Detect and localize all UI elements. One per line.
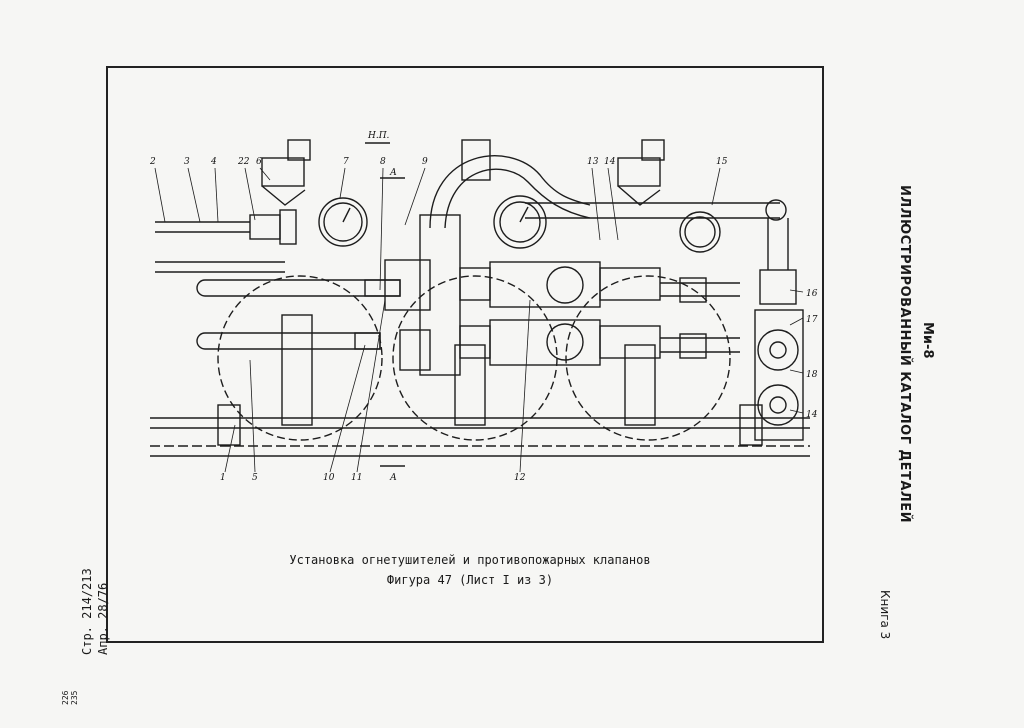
pipe-lower (196, 279, 740, 353)
book-number: Книга 3 (878, 590, 892, 640)
direction-label: Н.П. (367, 131, 390, 141)
leader-lines (154, 167, 804, 473)
approval-date: Апр. 28/76 (96, 582, 110, 655)
callout-5: 5 (252, 473, 258, 483)
callout-11: 11 (351, 473, 362, 483)
section-mark-top: А (389, 168, 397, 178)
arch-pipe (429, 155, 591, 229)
callout-1: 1 (220, 473, 226, 483)
base-rail (150, 404, 810, 457)
callout-10: 10 (323, 473, 335, 483)
brackets (281, 314, 656, 426)
callout-15: 15 (716, 157, 728, 167)
callout-labels: 2 3 4 22 6 7 8 9 13 14 15 1 5 10 11 12 1… (149, 131, 818, 483)
callout-3: 3 (184, 157, 190, 167)
callout-13: 13 (587, 157, 599, 167)
callout-12: 12 (514, 473, 526, 483)
callout-4: 4 (210, 157, 217, 167)
pressure-gauges (318, 195, 721, 253)
right-rollers (754, 309, 804, 441)
valve-body (384, 214, 661, 376)
callout-14-right: 14 (806, 410, 818, 420)
figure-caption-title: Установка огнетушителей и противопожарны… (289, 553, 651, 567)
drawing-frame (106, 66, 824, 643)
pipe-upper (155, 199, 789, 273)
callout-16: 16 (806, 289, 818, 299)
callout-17: 17 (806, 315, 818, 325)
callout-2: 2 (149, 157, 156, 167)
fittings (249, 209, 797, 359)
callout-6: 6 (256, 157, 262, 167)
catalog-model: Ми-8 (920, 322, 935, 359)
callout-18: 18 (806, 370, 818, 380)
callout-9: 9 (422, 157, 428, 167)
callout-8: 8 (380, 157, 386, 167)
callout-22: 22 (237, 157, 250, 167)
page-reference: Стр. 214/213 (80, 568, 94, 655)
callout-7: 7 (343, 157, 349, 167)
callout-14: 14 (604, 157, 616, 167)
page-stamp-b: 235 (70, 690, 79, 705)
squib-heads (261, 139, 665, 206)
figure-caption-number: Фигура 47 (Лист I из 3) (386, 573, 554, 587)
catalog-title: ИЛЛЮСТРИРОВАННЫЙ КАТАЛОГ ДЕТАЛЕЙ (897, 185, 912, 523)
page-stamp-a: 226 (61, 690, 70, 705)
section-mark-bottom: А (389, 473, 397, 483)
